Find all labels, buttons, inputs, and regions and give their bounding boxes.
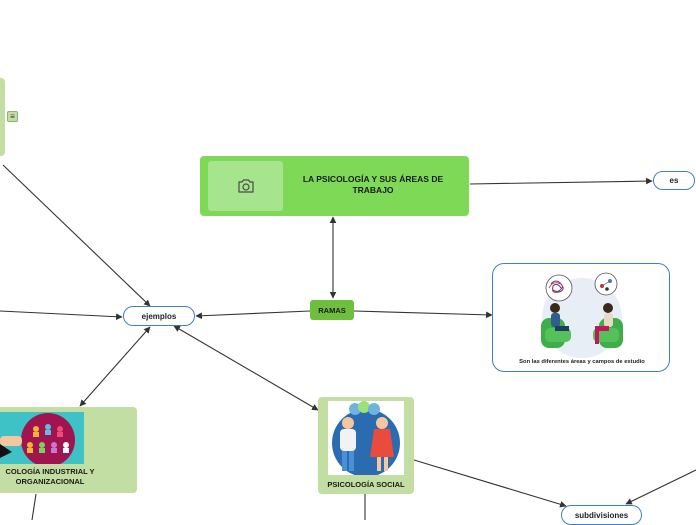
camera-icon: [237, 179, 254, 193]
industrial-node[interactable]: COLOGÍA INDUSTRIAL Y ORGANIZACIONAL: [0, 407, 137, 493]
subdivisiones-label: subdivisiones: [574, 510, 629, 520]
social-label: PSICOLOGÍA SOCIAL: [327, 480, 405, 489]
social-node[interactable]: PSICOLOGÍA SOCIAL: [318, 397, 414, 494]
industrial-label: COLOGÍA INDUSTRIAL Y ORGANIZACIONAL: [5, 467, 95, 486]
central-title: LA PSICOLOGÍA Y SUS ÁREAS DE TRABAJO: [302, 174, 444, 196]
people-image: [328, 401, 404, 475]
ramas-node[interactable]: RAMAS: [310, 300, 354, 320]
image-node[interactable]: Son las diferentes áreas y campos de est…: [492, 263, 670, 372]
es-node[interactable]: es: [653, 171, 695, 190]
ejemplos-label: ejemplos: [141, 311, 177, 321]
ramas-label: RAMAS: [318, 305, 346, 315]
topic-node-partial[interactable]: [0, 78, 5, 156]
subdivisiones-node[interactable]: subdivisiones: [561, 505, 642, 525]
ejemplos-node[interactable]: ejemplos: [123, 306, 195, 326]
organization-image: [0, 412, 84, 464]
central-topic[interactable]: LA PSICOLOGÍA Y SUS ÁREAS DE TRABAJO: [200, 156, 469, 216]
therapy-illustration: [541, 272, 623, 358]
es-label: es: [669, 176, 679, 185]
menu-icon[interactable]: ≡: [7, 111, 18, 122]
image-placeholder: [208, 161, 283, 211]
image-caption: Son las diferentes áreas y campos de est…: [519, 359, 645, 365]
